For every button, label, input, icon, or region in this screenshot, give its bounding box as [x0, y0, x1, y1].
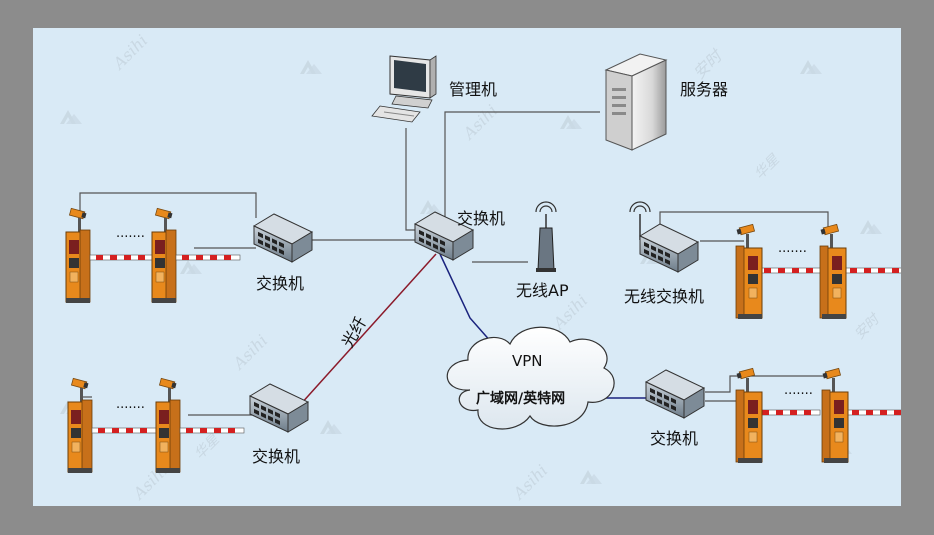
- barrier-boom: [843, 267, 901, 274]
- server-icon: [604, 53, 668, 151]
- link-left-top-group: [79, 192, 257, 220]
- watermark-text: Asihi: [508, 461, 551, 504]
- link-pc-switch: [405, 128, 420, 231]
- left-top-switch-label: 交换机: [256, 274, 304, 293]
- link-right-bottom-group: [705, 375, 830, 393]
- vpn-subtitle: 广域网/英特网: [476, 390, 565, 407]
- watermark-text: Asihi: [108, 31, 151, 74]
- parking-barrier: [67, 377, 93, 474]
- left-bottom-switch-icon: [249, 383, 309, 433]
- barrier-boom: [91, 427, 157, 434]
- parking-barrier: [151, 207, 177, 304]
- watermark-text: Asihi: [228, 331, 271, 374]
- right-bottom-switch-icon: [645, 369, 705, 419]
- barrier-boom: [179, 427, 245, 434]
- device-ellipsis: ·······: [778, 245, 807, 260]
- diagram-canvas: Asihi Asihi 安时 Asihi Asihi Asihi Asihi 华…: [33, 28, 901, 506]
- link-server-switch: [444, 111, 600, 224]
- watermark-text: 华星: [192, 431, 224, 463]
- watermark-logo: [580, 470, 602, 484]
- watermark-logo: [320, 420, 342, 434]
- fiber-link: [299, 253, 437, 406]
- left-bottom-switch-label: 交换机: [252, 447, 300, 466]
- watermark-logo: [860, 220, 882, 234]
- parking-barrier: [735, 223, 763, 320]
- core-switch-label: 交换机: [457, 209, 505, 228]
- wireless-ap-label: 无线AP: [516, 281, 569, 300]
- barrier-boom: [845, 409, 901, 416]
- watermark-logo: [300, 60, 322, 74]
- wireless-ap-icon: [535, 201, 557, 272]
- parking-barrier: [819, 223, 847, 320]
- wireless-switch-icon: [629, 201, 699, 273]
- watermark-text: 华星: [752, 151, 784, 183]
- network-links: [79, 111, 830, 416]
- barrier-boom: [755, 409, 821, 416]
- barrier-boom: [89, 254, 155, 261]
- network-diagram: Asihi Asihi 安时 Asihi Asihi Asihi Asihi 华…: [60, 31, 901, 504]
- management-pc: [371, 55, 437, 123]
- watermark-text: 安时: [852, 310, 885, 343]
- watermark-text: Asihi: [458, 101, 501, 144]
- barrier-boom: [175, 254, 241, 261]
- vpn-cloud: [446, 326, 615, 430]
- parking-barrier: [821, 367, 849, 464]
- device-ellipsis: ·······: [116, 401, 145, 416]
- parking-barrier: [65, 207, 91, 304]
- watermark-logo: [560, 115, 582, 129]
- parking-barrier: [155, 377, 181, 474]
- server-label: 服务器: [680, 80, 728, 99]
- wireless-switch-label: 无线交换机: [624, 287, 704, 306]
- watermark-logo: [420, 200, 442, 214]
- watermark-logo: [60, 110, 82, 124]
- left-top-switch-icon: [253, 213, 313, 263]
- barrier-boom: [757, 267, 823, 274]
- device-ellipsis: ·······: [784, 387, 813, 402]
- parking-barrier: [735, 367, 763, 464]
- vpn-title: VPN: [512, 352, 543, 370]
- watermark-logo: [800, 60, 822, 74]
- right-bottom-switch-label: 交换机: [650, 429, 698, 448]
- management-pc-label: 管理机: [449, 80, 497, 99]
- device-ellipsis: ·······: [116, 230, 145, 245]
- watermark-logo: [180, 260, 202, 274]
- watermark-text: 安时: [689, 45, 726, 82]
